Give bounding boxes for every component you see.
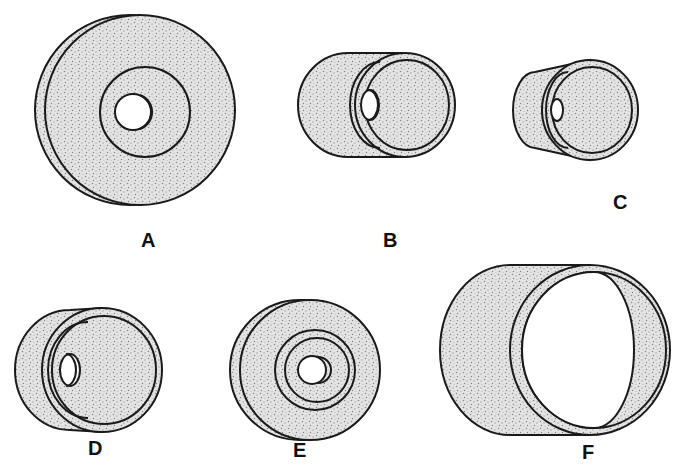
figure-letter: E xyxy=(293,440,306,460)
figure-letter: C xyxy=(613,192,627,212)
figure-letter: F xyxy=(582,442,594,462)
figure-letter: B xyxy=(383,230,397,250)
figure-letter: D xyxy=(88,438,102,458)
figure-letter: A xyxy=(141,230,155,250)
